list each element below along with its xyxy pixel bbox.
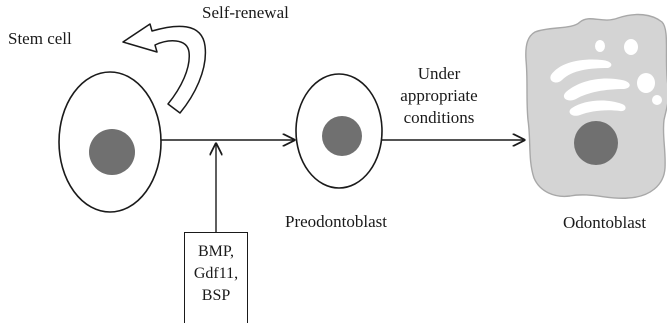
conditions-line-3: conditions [403,108,475,127]
preodontoblast-label: Preodontoblast [285,212,387,231]
odontoblast-nucleus [574,121,618,165]
conditions-label: Under appropriate conditions [384,63,494,129]
factor-bmp: BMP, [197,243,235,260]
odontoblast-vacuole-3 [569,100,626,116]
conditions-line-1: Under [417,64,461,83]
odontoblast-vacuole-6 [637,73,655,93]
growth-factors-box: BMP, Gdf11, BSP [184,232,248,323]
self-renewal-label: Self-renewal [202,3,289,22]
preodontoblast-nucleus [322,116,362,156]
odontoblast-vacuole-5 [624,39,638,55]
factor-gdf11: Gdf11, [193,265,239,282]
odontoblast-vacuole-4 [595,40,605,52]
factor-bsp: BSP [201,287,231,304]
self-renewal-arrow [122,23,207,114]
odontoblast-label: Odontoblast [563,213,647,232]
odontoblast-vacuole-2 [563,78,630,101]
stem-cell-nucleus [89,129,135,175]
odontoblast-vacuole-7 [652,95,662,105]
odontoblast-vacuole-1 [550,59,612,83]
conditions-line-2: appropriate [400,86,478,105]
stem-cell-label: Stem cell [8,29,72,48]
